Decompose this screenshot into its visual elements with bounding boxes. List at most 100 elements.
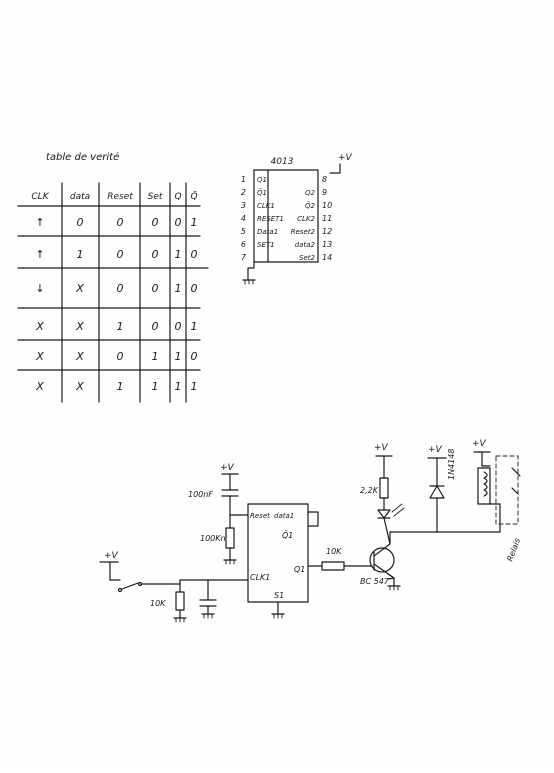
cell-clk: X — [35, 350, 44, 363]
chip-pin-label-left: Data1 — [257, 228, 278, 236]
cell-qbar: 1 — [191, 320, 198, 333]
ic-data-label: data1 — [274, 512, 294, 520]
cell-set: 0 — [152, 248, 159, 261]
cap-label: 100nF — [188, 490, 213, 499]
chip-pin-label-right: Q̄2 — [305, 201, 316, 210]
cell-qbar: 0 — [191, 248, 198, 261]
cell-clk: X — [35, 380, 44, 393]
resistor-2k2 — [379, 477, 389, 499]
chip-pin-label-left: SET1 — [257, 241, 275, 249]
res-bottom-label: 10K — [150, 599, 166, 608]
chip-pin-label-right: Q2 — [305, 189, 316, 197]
chip-pin-number-right: 11 — [322, 214, 332, 223]
led — [377, 509, 391, 519]
cell-set: 0 — [152, 282, 159, 295]
cell-data: 0 — [77, 216, 84, 229]
diode-1n4148 — [429, 485, 445, 499]
chip-pin-number-left: 6 — [241, 240, 246, 249]
header-q: Q — [174, 192, 181, 202]
chip-pin-number-right: 8 — [322, 175, 327, 184]
cell-reset: 0 — [117, 282, 124, 295]
truth-table-grid — [17, 182, 209, 403]
truth-table-headers: CLK data Reset Set Q Q̄ — [31, 190, 197, 202]
chip-pin-number-left: 7 — [241, 253, 247, 262]
relay-contact — [511, 467, 521, 477]
cell-reset: 0 — [117, 350, 124, 363]
vplus-switch: +V — [104, 551, 119, 561]
chip-pin-number-left: 2 — [241, 188, 246, 197]
chip-pin-number-left: 5 — [241, 227, 246, 236]
truth-table-title: table de verité — [46, 151, 119, 163]
cell-clk: ↑ — [35, 248, 44, 261]
chip-pin-list: 1 Q1 2 Q̄1 3 CLK1 4 RESET1 5 Data1 6 SET1 7 8Q2 9Q̄2 10… — [241, 175, 332, 262]
resistor-10k-base — [321, 561, 345, 571]
chip-pin-label-right: Reset2 — [291, 228, 316, 236]
chip-body — [253, 169, 319, 263]
cell-q: 1 — [175, 248, 182, 261]
header-set: Set — [148, 192, 163, 202]
resistor-10k-pulldown — [175, 591, 185, 611]
cell-qbar: 1 — [191, 216, 198, 229]
cell-reset: 1 — [117, 320, 124, 333]
chip-pin-label-right: CLK2 — [297, 215, 315, 223]
cell-reset: 0 — [117, 216, 124, 229]
chip-vplus: +V — [338, 153, 353, 163]
cell-clk: ↓ — [35, 282, 44, 295]
header-reset: Reset — [107, 192, 133, 202]
cell-q: 1 — [175, 350, 182, 363]
chip-pin-label-left: Q1 — [257, 176, 267, 184]
header-clk: CLK — [31, 192, 49, 202]
relay-box — [495, 455, 519, 525]
cell-reset: 1 — [117, 380, 124, 393]
chip-pin-number-right: 13 — [322, 240, 332, 249]
chip-pin-label-right: data2 — [295, 241, 316, 249]
cell-clk: X — [35, 320, 44, 333]
chip-pin-label-left: CLK1 — [257, 202, 275, 210]
chip-pin-label-left: RESET1 — [257, 215, 284, 223]
cell-qbar: 0 — [191, 350, 198, 363]
vplus-diode: +V — [428, 445, 443, 455]
chip-pin-number-right: 9 — [322, 188, 327, 197]
cell-set: 1 — [152, 350, 159, 363]
chip-pin-number-right: 10 — [322, 201, 332, 210]
res-top-label: 100Kn — [200, 534, 226, 543]
cell-q: 1 — [175, 282, 182, 295]
cell-data: 1 — [77, 248, 84, 261]
diode-label: 1N4148 — [447, 449, 456, 480]
cell-qbar: 0 — [191, 282, 198, 295]
chip-pin-number-left: 1 — [241, 175, 246, 184]
cell-data: X — [75, 380, 84, 393]
chip-pin-number-left: 3 — [241, 201, 246, 210]
res-base-label: 10K — [326, 547, 342, 556]
chip-pin-number-right: 14 — [322, 253, 332, 262]
vplus-cap: +V — [220, 463, 235, 473]
header-data: data — [70, 192, 90, 202]
header-qbar: Q̄ — [190, 190, 197, 202]
cell-qbar: 1 — [191, 380, 198, 393]
chip-pin-label-left: Q̄1 — [257, 188, 267, 197]
cell-set: 0 — [152, 320, 159, 333]
transistor-bc547 — [369, 547, 395, 573]
cell-clk: ↑ — [35, 216, 44, 229]
ic-q-label: Q1 — [294, 565, 305, 574]
transistor-label: BC 547 — [360, 577, 390, 586]
cell-data: X — [75, 282, 84, 295]
chip-pinout: 4013 +V — [242, 153, 353, 285]
resistor-100k — [225, 527, 235, 549]
ic-reset-label: Reset — [250, 512, 270, 520]
chip-pin-label-right: Set2 — [299, 254, 315, 262]
cell-q: 0 — [175, 216, 182, 229]
cell-reset: 0 — [117, 248, 124, 261]
ic-set-label: S1 — [274, 591, 284, 600]
chip-name: 4013 — [271, 157, 294, 167]
relay-coil — [477, 467, 491, 505]
chip-pin-number-left: 4 — [241, 214, 246, 223]
pushbutton — [121, 582, 139, 590]
relay-label: Relais — [505, 537, 522, 563]
cell-data: X — [75, 320, 84, 333]
ic-qbar-label: Q̄1 — [282, 530, 293, 540]
ic-clk-label: CLK1 — [250, 573, 270, 582]
cell-set: 1 — [152, 380, 159, 393]
